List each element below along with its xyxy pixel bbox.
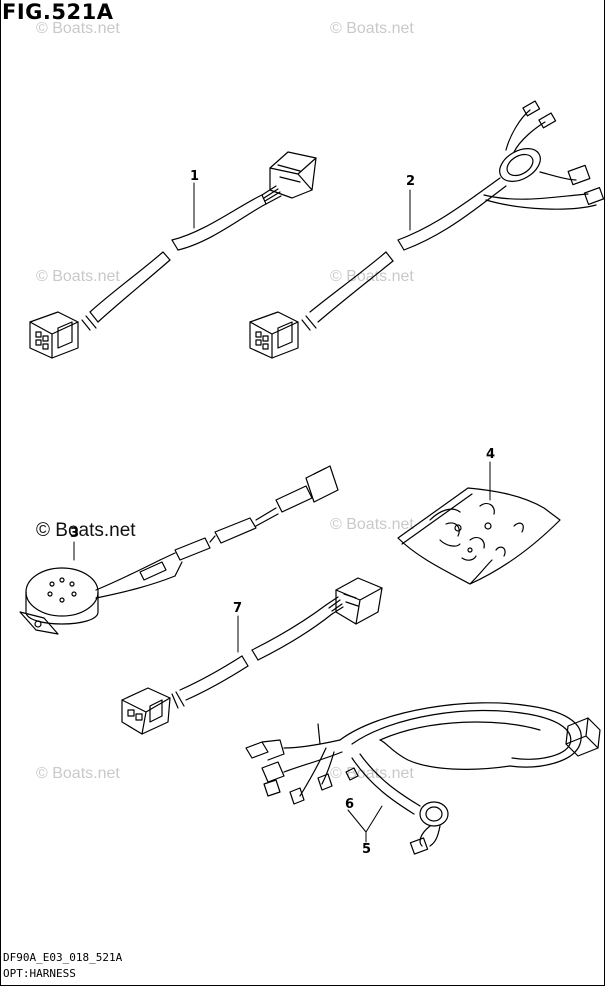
watermark: © Boats.net — [330, 20, 414, 37]
watermark: © Boats.net — [36, 520, 136, 541]
harness-part-1[interactable] — [29, 151, 317, 359]
callout-part-5[interactable]: 5 — [362, 842, 372, 857]
harness-part-7[interactable] — [121, 577, 383, 735]
watermark: © Boats.net — [36, 765, 120, 782]
callout-part-6[interactable]: 6 — [345, 797, 355, 812]
callout-part-2[interactable]: 2 — [406, 174, 416, 189]
callout-part-1[interactable]: 1 — [190, 169, 200, 184]
harness-part-2[interactable] — [249, 100, 605, 359]
buzzer-part-3[interactable] — [19, 465, 339, 635]
watermark: © Boats.net — [330, 516, 414, 533]
callout-part-7[interactable]: 7 — [233, 601, 243, 616]
figure-caption: OPT:HARNESS — [3, 967, 76, 980]
callout-part-4[interactable]: 4 — [486, 447, 496, 462]
parts-bag-4[interactable] — [397, 461, 561, 585]
callout-part-3[interactable]: 3 — [70, 526, 80, 541]
figure-code: DF90A_E03_018_521A — [3, 951, 123, 964]
watermark: © Boats.net — [36, 20, 120, 37]
figure-title: FIG.521A — [2, 0, 114, 24]
harness-part-5[interactable] — [245, 702, 601, 855]
watermark: © Boats.net — [36, 268, 120, 285]
